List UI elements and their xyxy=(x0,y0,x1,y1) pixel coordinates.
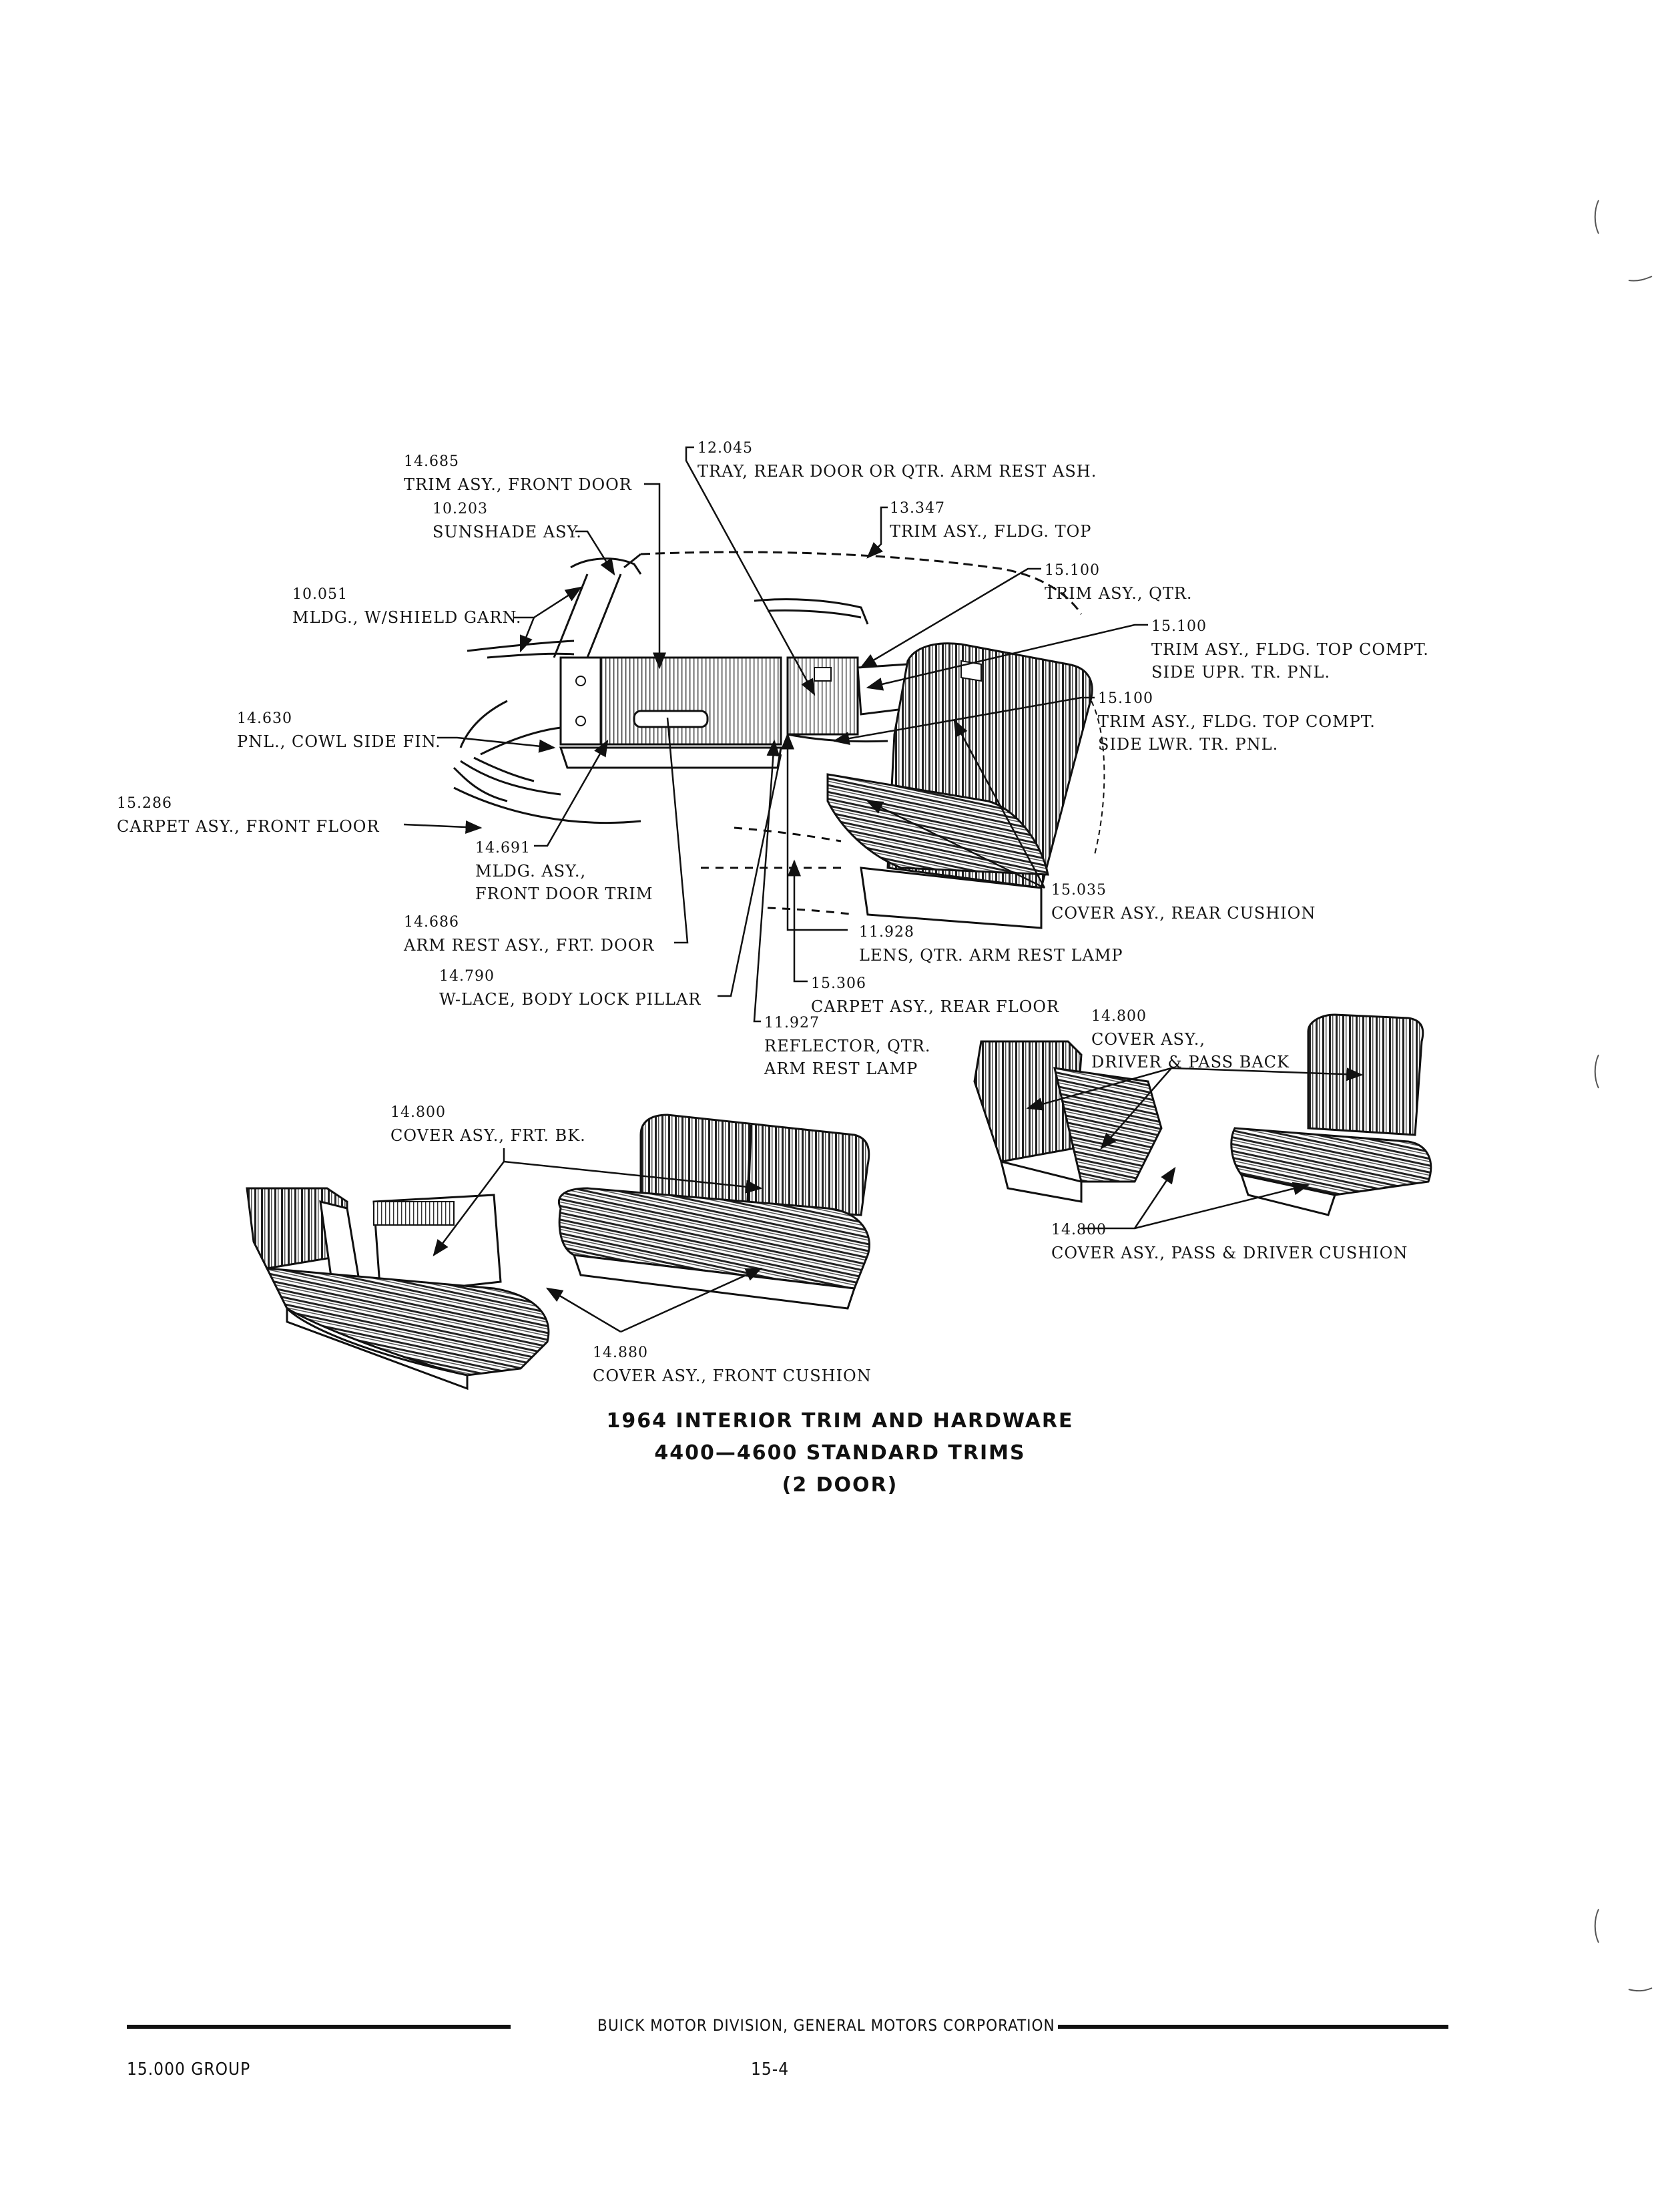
callout-number: 15.306 xyxy=(811,975,866,992)
callout-11927: 11.927 REFLECTOR, QTR. ARM REST LAMP xyxy=(764,1012,930,1080)
callout-15306: 15.306 CARPET ASY., REAR FLOOR xyxy=(811,973,1059,1018)
callout-description: COVER ASY., FRT. BK. xyxy=(390,1126,586,1145)
callout-number: 10.203 xyxy=(433,501,488,517)
callout-10203: 10.203 SUNSHADE ASY. xyxy=(433,498,582,543)
callout-15100-lower: 15.100 TRIM ASY., FLDG. TOP COMPT. SIDE … xyxy=(1098,688,1376,756)
callout-10051: 10.051 MLDG., W/SHIELD GARN. xyxy=(292,583,522,629)
callout-description: TRIM ASY., FRONT DOOR xyxy=(404,475,632,494)
callout-number: 15.100 xyxy=(1098,690,1153,707)
callout-description: TRIM ASY., FLDG. TOP xyxy=(890,522,1092,541)
callout-number: 14.630 xyxy=(237,710,292,727)
footer-division: BUICK MOTOR DIVISION, GENERAL MOTORS COR… xyxy=(597,2016,1055,2035)
callout-description: TRIM ASY., FLDG. TOP COMPT. xyxy=(1098,712,1376,731)
callout-number: 14.800 xyxy=(1051,1222,1107,1238)
callout-14800-frt-bk: 14.800 COVER ASY., FRT. BK. xyxy=(390,1102,586,1147)
callout-description-2: FRONT DOOR TRIM xyxy=(475,885,653,903)
callout-number: 12.045 xyxy=(697,440,753,457)
callout-description: COVER ASY., xyxy=(1091,1030,1205,1049)
margin-marks xyxy=(1594,200,1653,1992)
diagram-title-line-2: 4400—4600 STANDARD TRIMS xyxy=(654,1441,1026,1465)
footer-page-number: 15-4 xyxy=(751,2059,790,2079)
leader-lines xyxy=(403,446,1364,1333)
diagram-title-line-3: (2 DOOR) xyxy=(782,1473,898,1497)
callout-description: MLDG., W/SHIELD GARN. xyxy=(292,608,522,627)
callout-number: 15.100 xyxy=(1151,618,1207,635)
callout-15286: 15.286 CARPET ASY., FRONT FLOOR xyxy=(117,792,380,838)
callout-description: COVER ASY., FRONT CUSHION xyxy=(593,1367,872,1385)
front-bench-seat xyxy=(558,1114,870,1310)
callout-14790: 14.790 W-LACE, BODY LOCK PILLAR xyxy=(439,965,701,1011)
callout-number: 14.880 xyxy=(593,1344,648,1361)
callout-description: COVER ASY., PASS & DRIVER CUSHION xyxy=(1051,1244,1408,1262)
callout-description: TRIM ASY., QTR. xyxy=(1045,584,1193,603)
callout-description: CARPET ASY., REAR FLOOR xyxy=(811,997,1060,1016)
callout-description: TRAY, REAR DOOR OR QTR. ARM REST ASH. xyxy=(697,462,1097,481)
callout-14880: 14.880 COVER ASY., FRONT CUSHION xyxy=(593,1342,872,1387)
callout-15100-qtr: 15.100 TRIM ASY., QTR. xyxy=(1045,559,1193,605)
callout-description-2: SIDE LWR. TR. PNL. xyxy=(1098,735,1279,754)
callout-description: LENS, QTR. ARM REST LAMP xyxy=(859,946,1123,965)
callout-11928: 11.928 LENS, QTR. ARM REST LAMP xyxy=(859,921,1123,967)
callout-number: 10.051 xyxy=(292,586,348,603)
callout-14685: 14.685 TRIM ASY., FRONT DOOR xyxy=(404,451,632,496)
callout-number: 15.035 xyxy=(1051,882,1107,899)
callout-description: MLDG. ASY., xyxy=(475,862,587,881)
callout-description-2: DRIVER & PASS BACK xyxy=(1091,1053,1290,1071)
callout-number: 15.100 xyxy=(1045,562,1100,579)
callout-description: W-LACE, BODY LOCK PILLAR xyxy=(439,990,702,1009)
callout-description: COVER ASY., REAR CUSHION xyxy=(1051,904,1316,923)
callout-description: TRIM ASY., FLDG. TOP COMPT. xyxy=(1151,640,1429,659)
callout-15035: 15.035 COVER ASY., REAR CUSHION xyxy=(1051,879,1316,925)
callout-number: 14.685 xyxy=(404,453,459,470)
callout-number: 14.790 xyxy=(439,968,495,985)
callout-14691: 14.691 MLDG. ASY., FRONT DOOR TRIM xyxy=(475,837,653,905)
callout-number: 14.800 xyxy=(1091,1008,1147,1025)
footer-group: 15.000 GROUP xyxy=(127,2059,251,2079)
callout-description-2: ARM REST LAMP xyxy=(764,1059,918,1078)
callout-13347: 13.347 TRIM ASY., FLDG. TOP xyxy=(890,497,1091,543)
callout-description: ARM REST ASY., FRT. DOOR xyxy=(404,936,655,955)
callout-number: 14.686 xyxy=(404,914,459,931)
callout-number: 13.347 xyxy=(890,500,945,517)
callout-number: 14.691 xyxy=(475,840,531,856)
callout-14686: 14.686 ARM REST ASY., FRT. DOOR xyxy=(404,911,654,957)
callout-description-2: SIDE UPR. TR. PNL. xyxy=(1151,663,1331,682)
callout-number: 14.800 xyxy=(390,1104,446,1121)
callout-number: 15.286 xyxy=(117,795,172,812)
callout-description: PNL., COWL SIDE FIN. xyxy=(237,732,441,751)
front-split-seat xyxy=(246,1187,550,1391)
front-door-trim-panel xyxy=(559,656,782,769)
diagram-title-line-1: 1964 INTERIOR TRIM AND HARDWARE xyxy=(606,1409,1074,1433)
callout-description: REFLECTOR, QTR. xyxy=(764,1037,931,1055)
callout-14800-back: 14.800 COVER ASY., DRIVER & PASS BACK xyxy=(1091,1005,1290,1073)
callout-description: CARPET ASY., FRONT FLOOR xyxy=(117,817,380,836)
callout-14800-cushion: 14.800 COVER ASY., PASS & DRIVER CUSHION xyxy=(1051,1219,1408,1264)
callout-12045: 12.045 TRAY, REAR DOOR OR QTR. ARM REST … xyxy=(697,437,1097,483)
callout-14630: 14.630 PNL., COWL SIDE FIN. xyxy=(237,708,441,753)
callout-15100-upper: 15.100 TRIM ASY., FLDG. TOP COMPT. SIDE … xyxy=(1151,616,1429,684)
callout-number: 11.927 xyxy=(764,1015,820,1031)
callout-number: 11.928 xyxy=(859,924,914,941)
callout-description: SUNSHADE ASY. xyxy=(433,523,582,541)
